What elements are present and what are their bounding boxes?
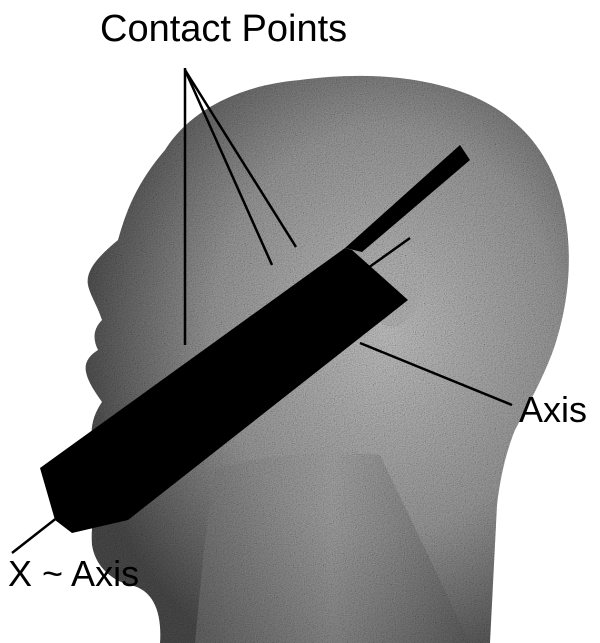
x-axis-line <box>12 506 72 553</box>
x-axis-label: X ~ Axis <box>8 556 139 592</box>
axis-label: Axis <box>519 392 587 428</box>
contact-points-label: Contact Points <box>100 10 347 48</box>
